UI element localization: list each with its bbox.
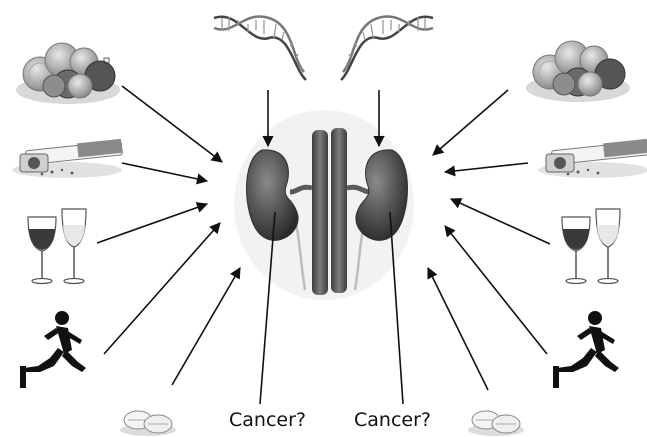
arrow-cigarette-right xyxy=(445,163,528,172)
runner-icon xyxy=(553,311,619,388)
arrow-fruit-right xyxy=(433,90,508,155)
cancer-label-left: Cancer? xyxy=(229,409,306,431)
arrow-wine-left xyxy=(97,204,207,243)
cancer-label-right: Cancer? xyxy=(354,409,431,431)
aorta xyxy=(331,128,347,293)
wine-glasses-icon xyxy=(562,209,620,284)
fruit-icon xyxy=(526,41,630,102)
runner-icon xyxy=(20,311,86,388)
pills-icon xyxy=(120,411,176,436)
dna-icon xyxy=(341,16,433,80)
arrow-pills-left xyxy=(172,268,240,385)
cigarette-icon xyxy=(538,139,647,178)
arrow-pills-right xyxy=(428,268,488,390)
wine-glasses-icon xyxy=(28,209,86,284)
pills-icon xyxy=(468,411,524,436)
vena-cava xyxy=(312,130,328,295)
arrow-cigarette-left xyxy=(122,163,207,181)
arrow-runner-left xyxy=(104,223,220,354)
kidneys-illustration xyxy=(234,110,414,300)
arrow-wine-right xyxy=(451,199,550,244)
fruit-icon xyxy=(16,43,120,104)
cigarette-icon xyxy=(12,139,122,178)
dna-icon xyxy=(214,16,306,80)
arrow-fruit-left xyxy=(122,86,222,162)
